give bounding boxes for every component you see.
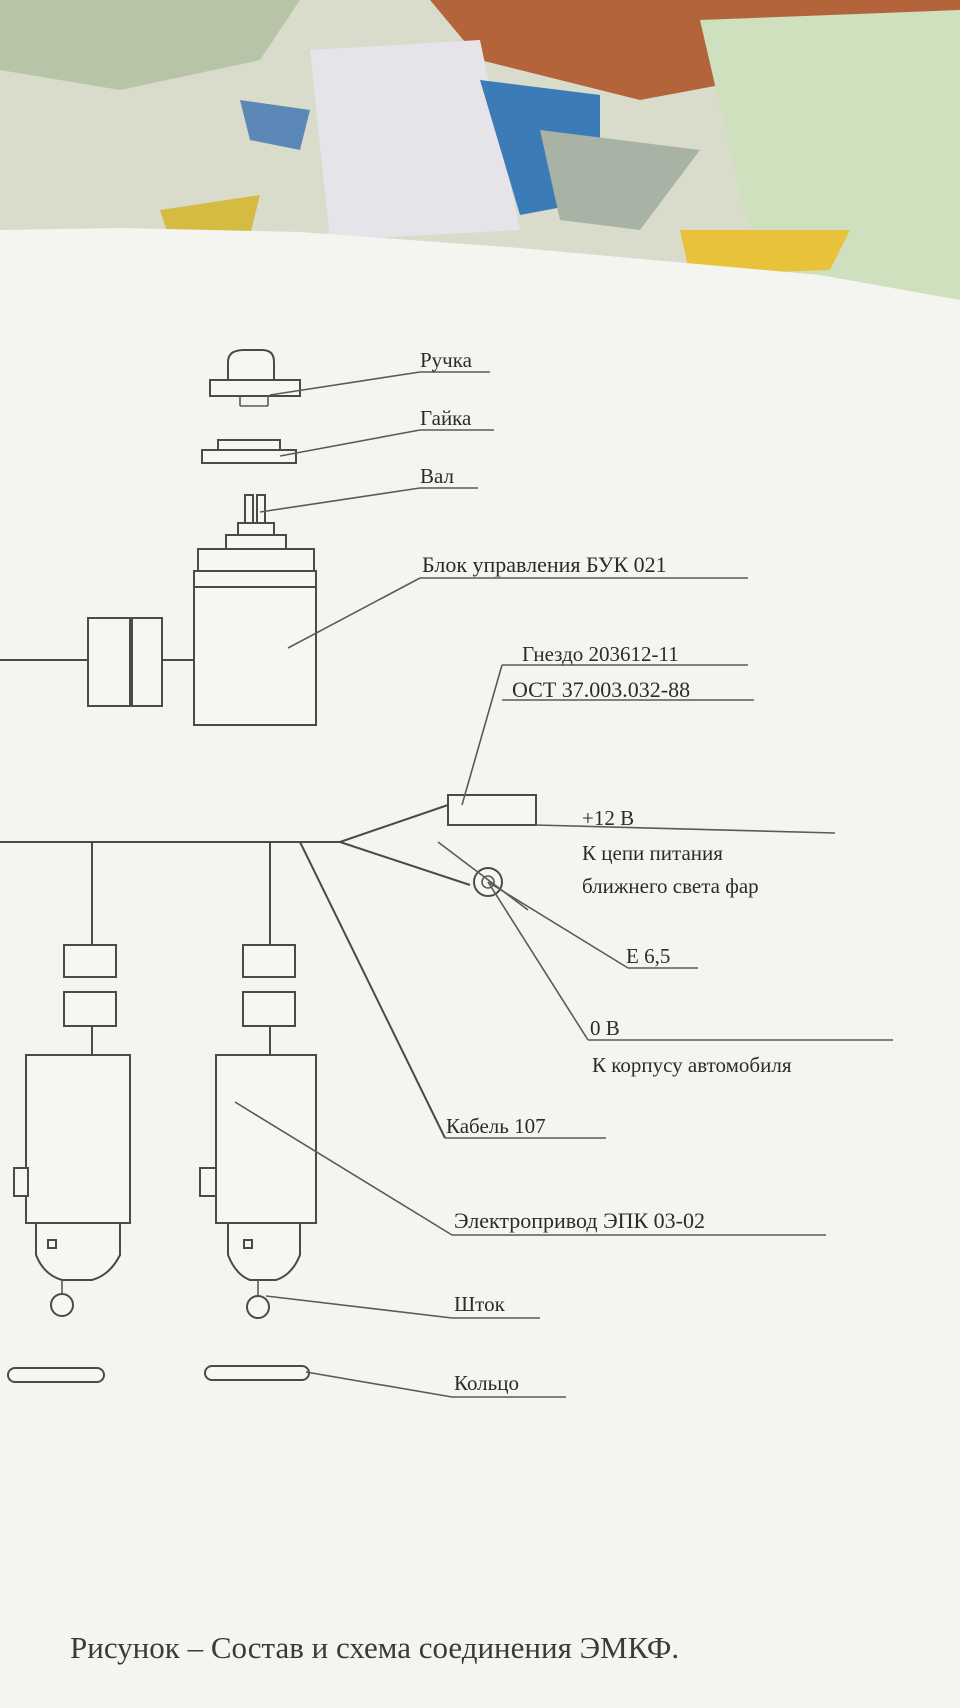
- label-lamp: Е 6,5: [626, 944, 671, 968]
- label-zero-v: 0 В: [590, 1016, 620, 1040]
- control-unit-part: [0, 548, 317, 726]
- label-handle: Ручка: [420, 348, 472, 372]
- figure-caption: Рисунок – Состав и схема соединения ЭМКФ…: [70, 1630, 680, 1665]
- label-ring: Кольцо: [454, 1371, 519, 1395]
- label-headlight-line2: ближнего света фар: [582, 874, 759, 898]
- label-nut: Гайка: [420, 406, 472, 430]
- lamp-part: [437, 841, 629, 1041]
- label-cable: Кабель 107: [446, 1114, 546, 1138]
- shaft-part: [225, 494, 287, 550]
- label-socket-line2: ОСТ 37.003.032-88: [512, 677, 691, 702]
- label-plus12: +12 В: [582, 806, 635, 830]
- label-car-body: К корпусу автомобиля: [592, 1053, 792, 1077]
- socket-part: [447, 794, 836, 834]
- label-control-unit: Блок управления БУК 021: [422, 552, 667, 577]
- right-actuator-part: [199, 842, 317, 1381]
- left-actuator-part: [7, 842, 131, 1383]
- nut-part: [201, 439, 297, 464]
- label-rod: Шток: [454, 1292, 505, 1316]
- label-shaft: Вал: [420, 464, 454, 488]
- handle-part: [209, 349, 301, 407]
- label-actuator: Электропривод ЭПК 03-02: [454, 1208, 706, 1233]
- leader-lines: [234, 371, 893, 1398]
- label-socket-line1: Гнездо 203612-11: [522, 642, 679, 666]
- label-headlight-line1: К цепи питания: [582, 841, 723, 865]
